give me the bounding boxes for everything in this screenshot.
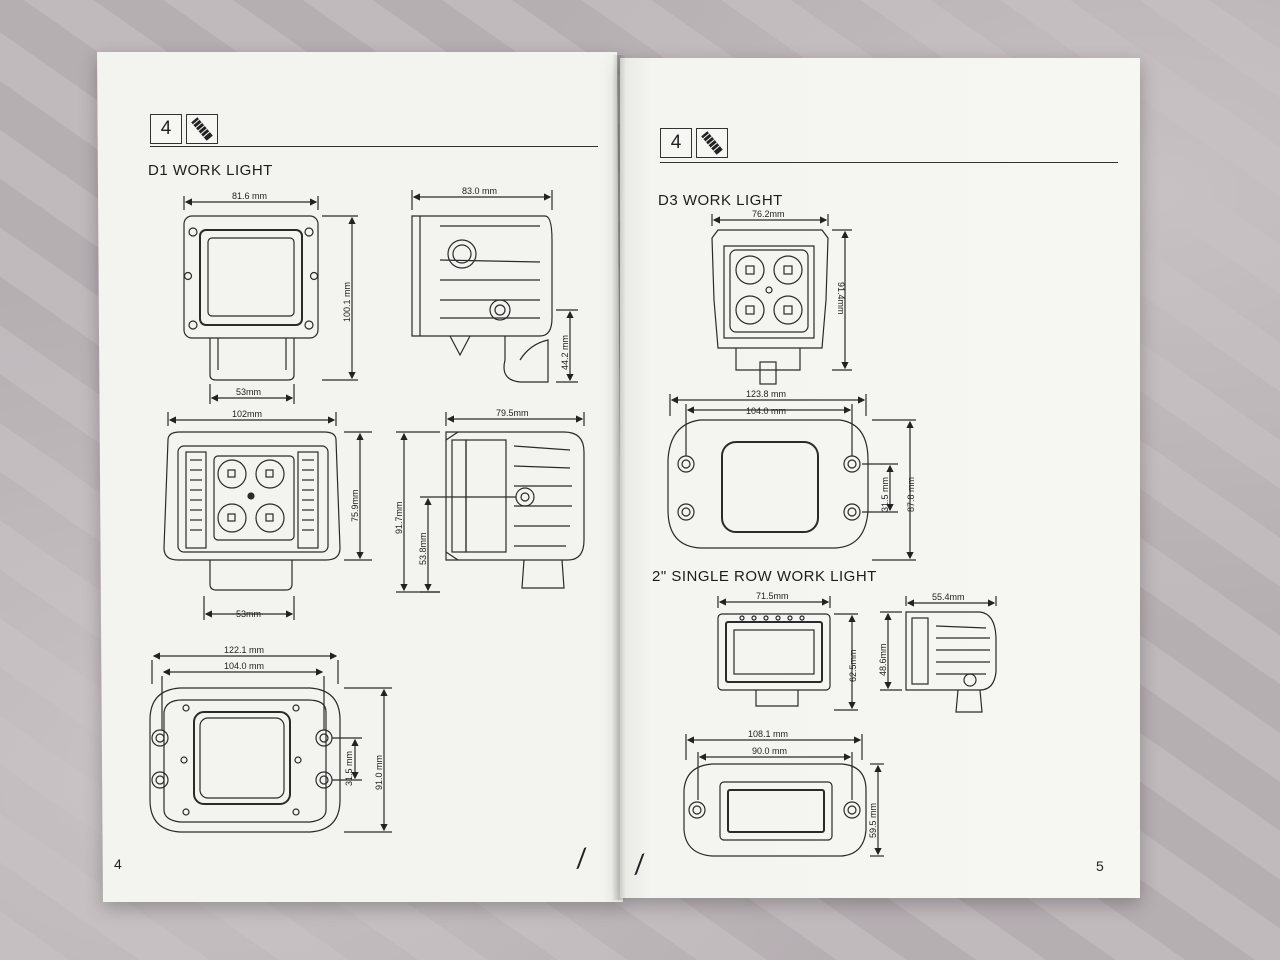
light-bar-icon — [696, 128, 728, 158]
dim-d1-front2-bracket: 53mm — [236, 609, 261, 619]
d1-front-view — [183, 215, 319, 381]
dim-d1-side2-mount: 53.8mm — [418, 532, 428, 565]
dim-d1-side-width: 83.0 mm — [462, 186, 497, 196]
dim-sr-width: 71.5mm — [756, 591, 789, 601]
dim-d3-flush-outer: 123.8 mm — [746, 389, 786, 399]
left-section-header: 4 — [150, 114, 222, 144]
dim-sr-side-width: 55.4mm — [932, 592, 965, 602]
single-row-flush-mount — [683, 763, 867, 857]
single-row-side-view — [905, 611, 997, 713]
d1-flush-mount — [149, 687, 341, 833]
left-page-number: 4 — [114, 856, 122, 872]
dim-d1-side-mount: 44.2 mm — [560, 335, 570, 370]
d3-work-light-title: D3 WORK LIGHT — [658, 192, 783, 209]
d1-front2-view — [163, 431, 341, 591]
d3-front-view — [711, 229, 829, 385]
dim-d1-flush-outer: 122.1 mm — [224, 645, 264, 655]
d1-work-light-title: D1 WORK LIGHT — [148, 162, 273, 179]
light-bar-icon — [186, 114, 218, 144]
dim-d1-flush-height: 91.0 mm — [374, 755, 384, 790]
dim-sr-flush-height: 59.5 mm — [868, 803, 878, 838]
right-page-number: 5 — [1096, 858, 1104, 874]
left-header-rule — [150, 146, 598, 147]
dim-d3-flush-height: 87.8 mm — [906, 477, 916, 512]
right-header-rule — [660, 162, 1118, 163]
dim-d3-height: 91.4mm — [836, 282, 846, 315]
dim-d1-side2-height: 91.7mm — [394, 501, 404, 534]
dim-d1-flush-inner: 104.0 mm — [224, 661, 264, 671]
d1-side-view — [411, 215, 553, 383]
dim-d3-flush-inner: 104.0 mm — [746, 406, 786, 416]
dim-d3-width: 76.2mm — [752, 209, 785, 219]
dim-d1-front2-width: 102mm — [232, 409, 262, 419]
dim-d1-flush-hole: 31.5 mm — [344, 751, 354, 786]
d3-flush-mount — [667, 419, 869, 549]
dim-d1-front-width: 81.6 mm — [232, 191, 267, 201]
dim-d1-front2-height: 75.9mm — [350, 489, 360, 522]
dim-d1-front-height: 100.1 mm — [342, 282, 352, 322]
section-number-box: 4 — [150, 114, 182, 144]
dim-d1-side2-width: 79.5mm — [496, 408, 529, 418]
booklet-spine — [612, 55, 626, 900]
single-row-work-light-title: 2" SINGLE ROW WORK LIGHT — [652, 568, 877, 585]
dim-sr-side-height: 48.6mm — [878, 643, 888, 676]
right-section-header: 4 — [660, 128, 732, 158]
dim-d3-flush-hole: 31.5 mm — [880, 477, 890, 512]
dim-sr-height: 62.5mm — [848, 649, 858, 682]
dim-sr-flush-outer: 108.1 mm — [748, 729, 788, 739]
section-number-box: 4 — [660, 128, 692, 158]
single-row-front-view — [717, 613, 831, 707]
dim-d1-bracket: 53mm — [236, 387, 261, 397]
dim-sr-flush-inner: 90.0 mm — [752, 746, 787, 756]
d1-side2-view — [445, 431, 585, 589]
